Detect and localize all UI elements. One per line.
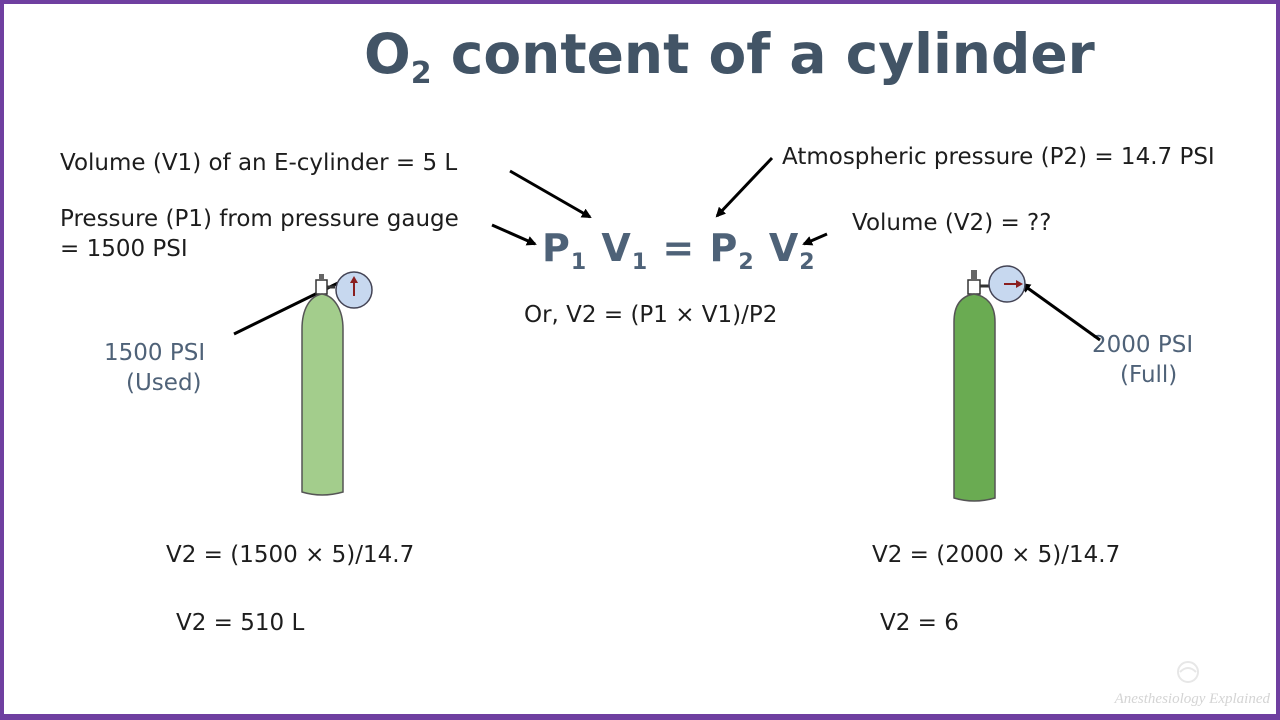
left-cylinder-icon xyxy=(301,274,344,496)
formula-v2-sub: 2 xyxy=(799,250,816,275)
right-pressure-label: 2000 PSI xyxy=(1092,332,1194,358)
right-state-label: (Full) xyxy=(1120,362,1178,388)
formula-p1-sub: 1 xyxy=(570,250,588,275)
page-title: O2 content of a cylinder xyxy=(364,22,1095,91)
arrow-icon xyxy=(1020,282,1101,342)
arrow-icon xyxy=(491,223,537,246)
title-subscript: 2 xyxy=(410,56,432,91)
formula-v1: V xyxy=(601,226,632,270)
title-o: O xyxy=(364,22,411,86)
illustration-layer xyxy=(233,156,1199,683)
logo-icon xyxy=(1177,661,1199,683)
title-text: content of a cylinder xyxy=(431,22,1095,86)
right-result: V2 = 6 xyxy=(880,610,959,636)
formula-v2: V xyxy=(768,226,800,270)
p1-value-label: = 1500 PSI xyxy=(60,236,188,262)
formula-equals: = xyxy=(648,226,710,270)
arrow-icon xyxy=(802,232,828,246)
boyles-law-formula: P1 V1 = P2 V2 xyxy=(542,226,816,275)
arrow-icon xyxy=(509,169,592,219)
pressure-gauge-icon xyxy=(335,271,373,309)
formula-p2-sub: 2 xyxy=(738,250,755,275)
left-result: V2 = 510 L xyxy=(176,610,305,636)
formula-p2: P xyxy=(709,226,739,270)
p1-label: Pressure (P1) from pressure gauge xyxy=(60,206,459,232)
alternate-formula: Or, V2 = (P1 × V1)/P2 xyxy=(524,302,778,328)
pressure-gauge-icon xyxy=(988,265,1026,303)
right-cylinder-icon xyxy=(953,270,996,502)
right-calculation: V2 = (2000 × 5)/14.7 xyxy=(872,542,1121,568)
arrow-icon xyxy=(715,156,774,218)
slide: O2 content of a cylinder Volume (V1) of … xyxy=(4,4,1276,714)
v2-label: Volume (V2) = ?? xyxy=(852,210,1052,236)
left-state-label: (Used) xyxy=(126,370,202,396)
left-calculation: V2 = (1500 × 5)/14.7 xyxy=(166,542,415,568)
v1-label: Volume (V1) of an E-cylinder = 5 L xyxy=(60,150,458,176)
formula-v1-sub: 1 xyxy=(631,250,649,275)
p2-label: Atmospheric pressure (P2) = 14.7 PSI xyxy=(782,144,1215,170)
left-pressure-label: 1500 PSI xyxy=(104,340,206,366)
watermark: Anesthesiology Explained xyxy=(1114,691,1270,707)
formula-p1: P xyxy=(542,226,571,270)
